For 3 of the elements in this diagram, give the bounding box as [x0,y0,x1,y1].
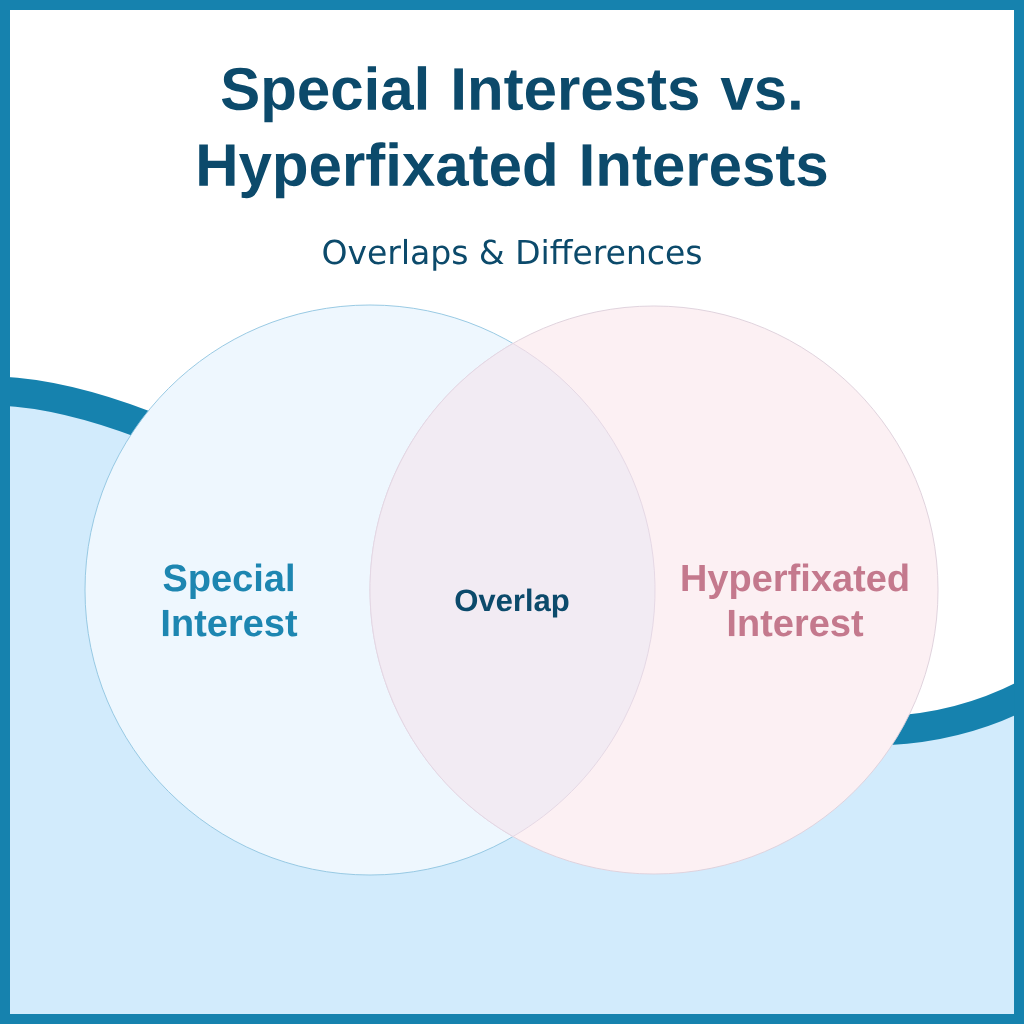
region-label: Overlap [455,588,569,618]
title: Special Interests vs. Hyperfixated Interests [199,66,827,199]
subtitle: Overlaps & Differences [323,238,701,271]
